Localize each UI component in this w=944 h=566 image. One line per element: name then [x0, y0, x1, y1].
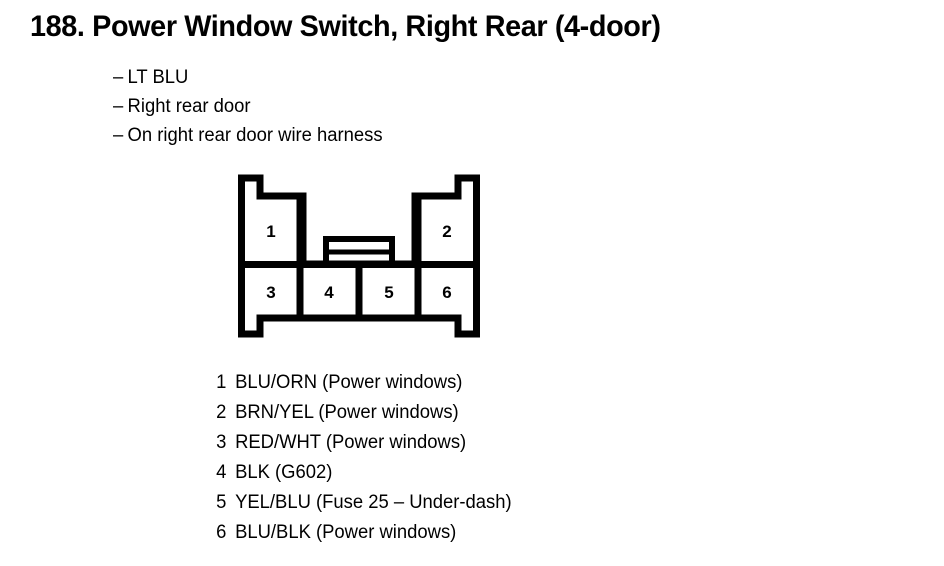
pin-legend-text: BLU/BLK (Power windows): [235, 522, 457, 543]
connector-diagram: 1 2 3 4 5 6: [228, 168, 490, 350]
pin-legend-row: 3 RED/WHT (Power windows): [205, 428, 512, 458]
connector-outline: [238, 174, 480, 338]
pin-number-3: 3: [266, 283, 275, 302]
pin-legend-index: 3: [216, 432, 227, 453]
attribute-label: On right rear door wire harness: [127, 125, 383, 146]
pin-legend-index: 6: [216, 522, 227, 543]
attribute-item: –LT BLU: [113, 63, 383, 92]
dash-marker: –: [113, 67, 124, 88]
pin-legend-row: 4 BLK (G602): [205, 458, 512, 488]
pin-legend-text: YEL/BLU (Fuse 25 – Under-dash): [235, 492, 512, 513]
attribute-label: LT BLU: [127, 67, 189, 88]
pin-legend-text: BLK (G602): [235, 462, 333, 483]
pin-legend-list: 1 BLU/ORN (Power windows) 2 BRN/YEL (Power…: [205, 368, 521, 548]
latch-tab-icon: [323, 236, 395, 264]
attribute-list: –LT BLU –Right rear door –On right rear …: [113, 63, 391, 150]
dash-marker: –: [113, 96, 124, 117]
connector-svg: 1 2 3 4 5 6: [238, 174, 480, 338]
pin-legend-index: 1: [216, 372, 227, 393]
pin-number-4: 4: [324, 283, 334, 302]
pin-legend-text: BLU/ORN (Power windows): [235, 372, 463, 393]
pin-number-1: 1: [266, 222, 275, 241]
pin-legend-index: 2: [216, 402, 227, 423]
pin-legend-row: 2 BRN/YEL (Power windows): [205, 398, 512, 428]
attribute-item: –Right rear door: [113, 92, 383, 121]
pin-legend-index: 4: [216, 462, 227, 483]
attribute-item: –On right rear door wire harness: [113, 121, 383, 150]
pin-legend-row: 1 BLU/ORN (Power windows): [205, 368, 512, 398]
pin-number-6: 6: [442, 283, 451, 302]
pin-legend-index: 5: [216, 492, 227, 513]
pin-legend-row: 5 YEL/BLU (Fuse 25 – Under-dash): [205, 488, 512, 518]
page-title: 188. Power Window Switch, Right Rear (4-…: [30, 10, 661, 43]
attribute-label: Right rear door: [127, 96, 251, 117]
pin-legend-row: 6 BLU/BLK (Power windows): [205, 518, 512, 548]
pin-number-2: 2: [442, 222, 451, 241]
dash-marker: –: [113, 125, 124, 146]
pin-legend-text: RED/WHT (Power windows): [235, 432, 467, 453]
pin-legend-text: BRN/YEL (Power windows): [235, 402, 459, 423]
pin-number-5: 5: [384, 283, 393, 302]
